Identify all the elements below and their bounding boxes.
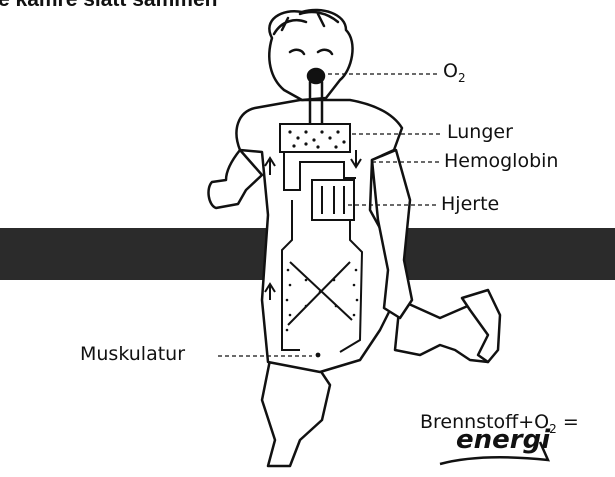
label-o2: O2 (443, 60, 466, 85)
label-muskulatur: Muskulatur (80, 343, 185, 365)
label-hjerte: Hjerte (441, 193, 499, 215)
label-hemoglobin: Hemoglobin (444, 150, 558, 172)
left-arm (209, 150, 262, 208)
energy-word: energi (456, 425, 550, 455)
o2-main: O (443, 60, 458, 82)
equation-subscript: 2 (549, 422, 557, 436)
lungs-box (280, 124, 350, 152)
label-lunger: Lunger (447, 121, 513, 143)
header-text: e kamre slått sammen (0, 0, 217, 12)
o2-subscript: 2 (458, 71, 466, 85)
equation-equals: = (563, 411, 579, 433)
